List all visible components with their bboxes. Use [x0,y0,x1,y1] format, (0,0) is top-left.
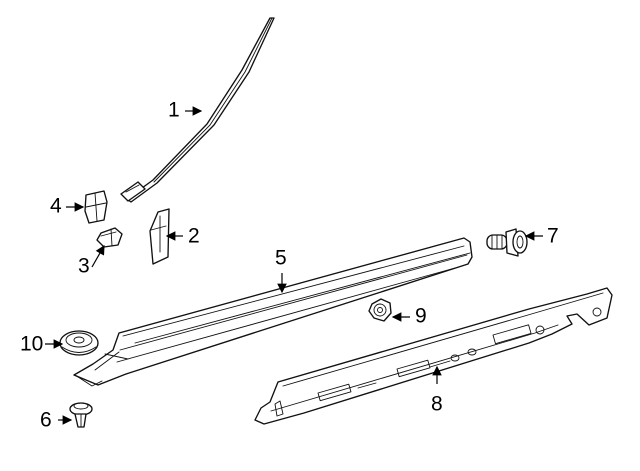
callout-5: 5 [275,247,287,270]
part-3-clip [96,227,123,248]
callout-1: 1 [168,99,180,122]
callout-3: 3 [78,255,90,278]
part-5-rocker-molding [73,237,473,387]
part-9-nut [368,298,392,322]
leader-3 [91,244,105,268]
callout-7: 7 [547,225,559,248]
part-10-plug [59,330,99,356]
callout-labels: 1 2 3 4 5 6 7 8 9 10 [20,99,559,432]
part-8-lower-trim [254,287,613,425]
callout-10: 10 [20,333,43,356]
part-6-push-pin [69,402,93,428]
part-1-weatherstrip [120,17,275,203]
callout-4: 4 [50,195,62,218]
callout-8: 8 [431,393,443,416]
part-2-bracket [149,208,170,265]
part-7-retainer [486,228,528,257]
part-4-retainer [84,190,108,224]
callout-9: 9 [415,305,427,328]
callout-2: 2 [188,225,200,248]
callout-6: 6 [40,409,52,432]
callout-leaders [45,106,543,425]
